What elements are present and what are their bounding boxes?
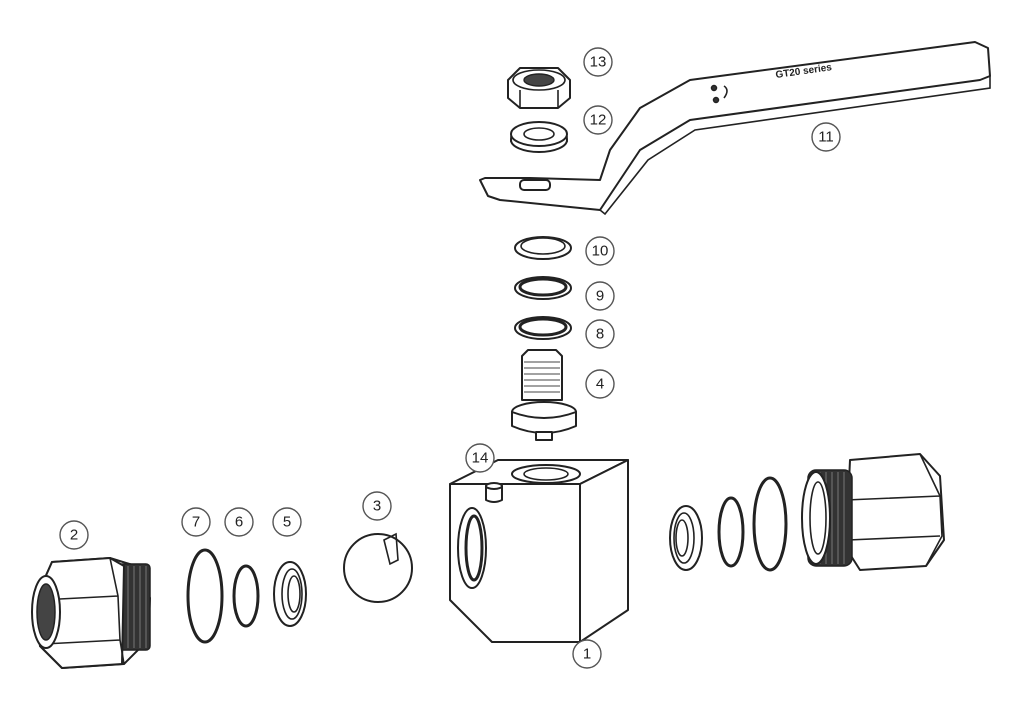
callout-13: 13 — [583, 47, 613, 77]
part-oring-right-large — [752, 476, 788, 572]
callout-14: 14 — [465, 443, 495, 473]
callout-7: 7 — [181, 507, 211, 537]
callout-1: 1 — [572, 639, 602, 669]
callout-6-label: 6 — [235, 514, 243, 531]
callout-10: 10 — [585, 236, 615, 266]
callout-12: 12 — [583, 105, 613, 135]
part-oring-6 — [232, 564, 260, 628]
part-seat-right — [669, 505, 703, 571]
part-washer-12 — [510, 121, 568, 153]
callout-3: 3 — [362, 491, 392, 521]
part-hex-nut — [507, 67, 571, 109]
callout-14-label: 14 — [472, 450, 489, 467]
callout-1-label: 1 — [583, 646, 591, 663]
part-oring-7 — [186, 548, 224, 644]
callout-4: 4 — [585, 369, 615, 399]
callout-8: 8 — [585, 319, 615, 349]
callout-3-label: 3 — [373, 498, 381, 515]
callout-7-label: 7 — [192, 514, 200, 531]
callout-2-label: 2 — [70, 527, 78, 544]
part-stop-pin — [485, 482, 503, 503]
callout-5-label: 5 — [283, 514, 291, 531]
callout-10-label: 10 — [592, 243, 609, 260]
part-seat-5 — [273, 561, 307, 627]
part-ring-10 — [514, 236, 572, 260]
callout-11-label: 11 — [818, 129, 834, 146]
callout-2: 2 — [59, 520, 89, 550]
part-handle-lever: GT20 series — [479, 41, 991, 216]
part-end-fitting-right — [801, 453, 945, 571]
callout-12-label: 12 — [590, 112, 607, 129]
part-oring-right-small — [717, 496, 745, 568]
part-ring-8 — [514, 316, 572, 340]
callout-5: 5 — [272, 507, 302, 537]
callout-4-label: 4 — [596, 376, 604, 393]
callout-8-label: 8 — [596, 326, 604, 343]
part-ring-9 — [514, 276, 572, 300]
part-valve-body — [449, 459, 629, 643]
part-end-fitting-left — [31, 557, 151, 669]
callout-6: 6 — [224, 507, 254, 537]
part-ball — [343, 532, 413, 603]
part-stem — [511, 349, 577, 441]
callout-9: 9 — [585, 281, 615, 311]
callout-13-label: 13 — [590, 54, 607, 71]
callout-11: 11 — [811, 122, 841, 152]
callout-9-label: 9 — [596, 288, 604, 305]
